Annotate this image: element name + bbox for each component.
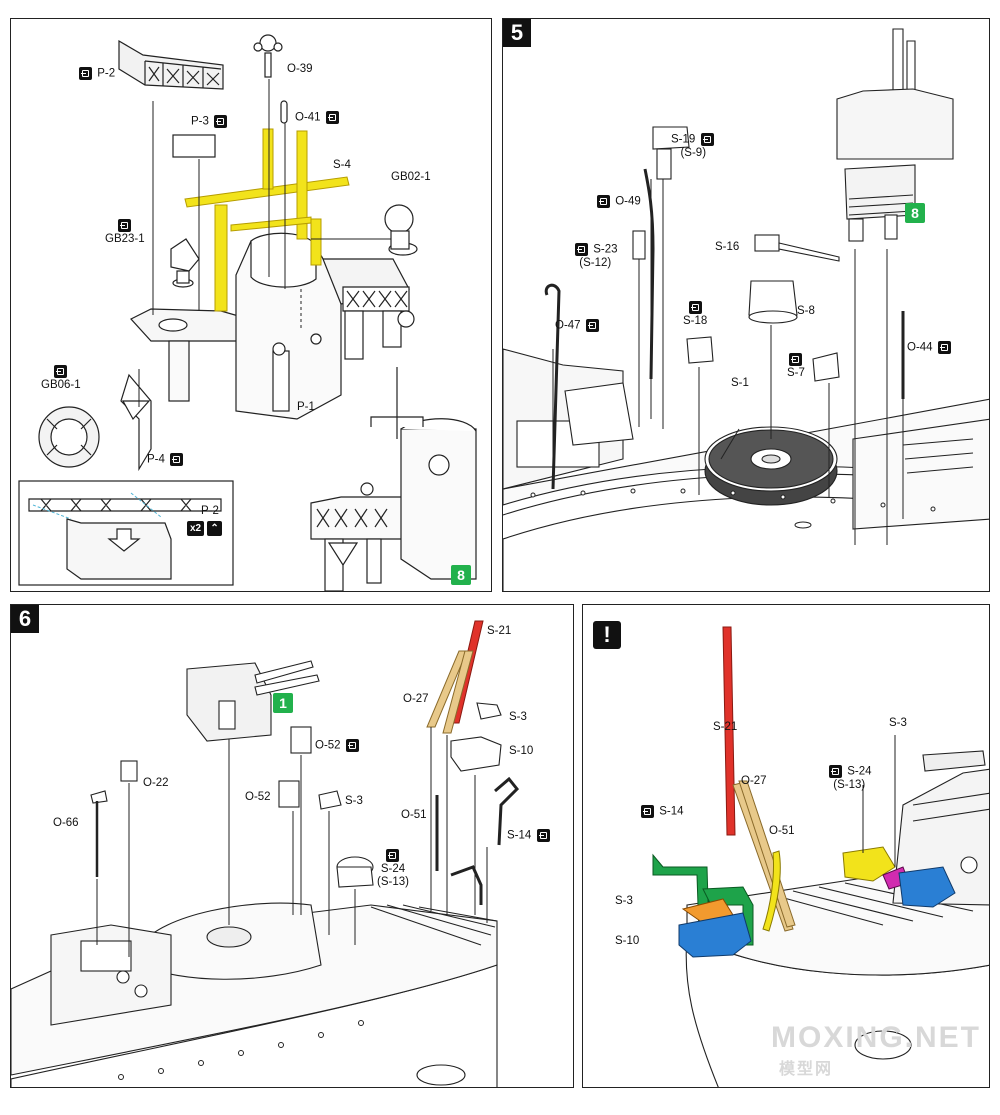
- cut-from-sprue-icon: [536, 829, 550, 842]
- reference-step-badge: 1: [273, 693, 293, 713]
- label-o49: O-49: [595, 195, 641, 209]
- label-s3: S-3: [615, 895, 633, 907]
- label-p1: P-1: [297, 401, 315, 413]
- cut-from-sprue-icon: [79, 67, 92, 80]
- reference-step-badge: 8: [451, 565, 471, 585]
- label-s14: S-14: [639, 805, 684, 819]
- label-s3-top: S-3: [889, 717, 907, 729]
- label-p2-inset: P-2: [201, 505, 219, 517]
- cut-from-sprue-icon: [789, 353, 803, 366]
- label-o51: O-51: [769, 825, 795, 837]
- label-gb02-1: GB02-1: [391, 171, 431, 183]
- step-5-drawing: [503, 28, 989, 591]
- label-s3: S-3: [345, 795, 363, 807]
- label-p2: P-2: [77, 67, 115, 81]
- cut-from-sprue-icon: [325, 111, 339, 124]
- label-s16: S-16: [715, 241, 740, 253]
- quantity-mirror-badges: x2 ⌃: [187, 521, 222, 536]
- label-p3: P-3: [191, 115, 229, 129]
- label-s10: S-10: [509, 745, 534, 757]
- label-o47: O-47: [555, 319, 601, 333]
- cut-from-sprue-icon: [688, 301, 702, 314]
- step-number: 5: [503, 19, 531, 47]
- cut-from-sprue-icon: [118, 219, 132, 232]
- reference-step-badge: 8: [905, 203, 925, 223]
- label-o44: O-44: [907, 341, 953, 355]
- step-number: 6: [11, 605, 39, 633]
- label-o52-a: O-52: [315, 739, 361, 753]
- label-s19: S-19 (S-9): [671, 133, 716, 160]
- cut-from-sprue-icon: [585, 319, 599, 332]
- label-o22: O-22: [143, 777, 169, 789]
- label-p4: P-4: [147, 453, 185, 467]
- label-o27: O-27: [741, 775, 767, 787]
- label-o41: O-41: [295, 111, 341, 125]
- label-s4: S-4: [333, 159, 351, 171]
- note-drawing: [652, 626, 989, 1087]
- label-o27: O-27: [403, 693, 429, 705]
- cut-from-sprue-icon: [597, 195, 610, 208]
- cut-from-sprue-icon: [700, 133, 714, 146]
- watermark-sub: 模型网: [779, 1061, 834, 1078]
- label-gb06-1: GB06-1: [41, 365, 81, 392]
- label-s21: S-21: [487, 625, 512, 637]
- label-s7: S-7: [787, 353, 805, 380]
- watermark-main: MOXING.NET: [771, 1021, 982, 1054]
- step-4-panel: P-2 P-3 O-39 O-41 S-4 GB02-1 GB23-1 GB06…: [10, 18, 492, 592]
- label-o51: O-51: [401, 809, 427, 821]
- label-s24: S-24(S-13): [827, 765, 872, 792]
- label-s24: S-24(S-13): [377, 849, 409, 889]
- cut-from-sprue-icon: [54, 365, 68, 378]
- attention-icon: !: [593, 621, 621, 649]
- label-gb23-1: GB23-1: [105, 219, 145, 246]
- label-s18: S-18: [683, 301, 707, 328]
- label-s21: S-21: [713, 721, 738, 733]
- cut-from-sprue-icon: [937, 341, 951, 354]
- label-s10: S-10: [615, 935, 640, 947]
- step-6-drawing: [11, 620, 520, 1087]
- label-o39: O-39: [287, 63, 313, 75]
- cut-from-sprue-icon: [170, 453, 184, 466]
- label-o66: O-66: [53, 817, 79, 829]
- label-s1: S-1: [731, 377, 749, 389]
- cut-from-sprue-icon: [829, 765, 842, 778]
- label-s14: S-14: [507, 829, 552, 843]
- mirror-badge-icon: ⌃: [207, 521, 222, 536]
- step-4-drawing: [18, 34, 477, 591]
- label-s8: S-8: [797, 305, 815, 317]
- cut-from-sprue-icon: [345, 739, 359, 752]
- label-s23: S-23(S-12): [573, 243, 618, 270]
- cut-from-sprue-icon: [214, 115, 228, 128]
- quantity-badge: x2: [187, 521, 205, 536]
- cut-from-sprue-icon: [641, 805, 654, 818]
- cut-from-sprue-icon: [575, 243, 588, 256]
- label-o52-b: O-52: [245, 791, 271, 803]
- note-panel: ! S-21 S-3 S-24(S-13) O-27: [582, 604, 990, 1088]
- label-s3-top: S-3: [509, 711, 527, 723]
- step-5-panel: 5: [502, 18, 990, 592]
- cut-from-sprue-icon: [386, 849, 400, 862]
- step-6-panel: 6: [10, 604, 574, 1088]
